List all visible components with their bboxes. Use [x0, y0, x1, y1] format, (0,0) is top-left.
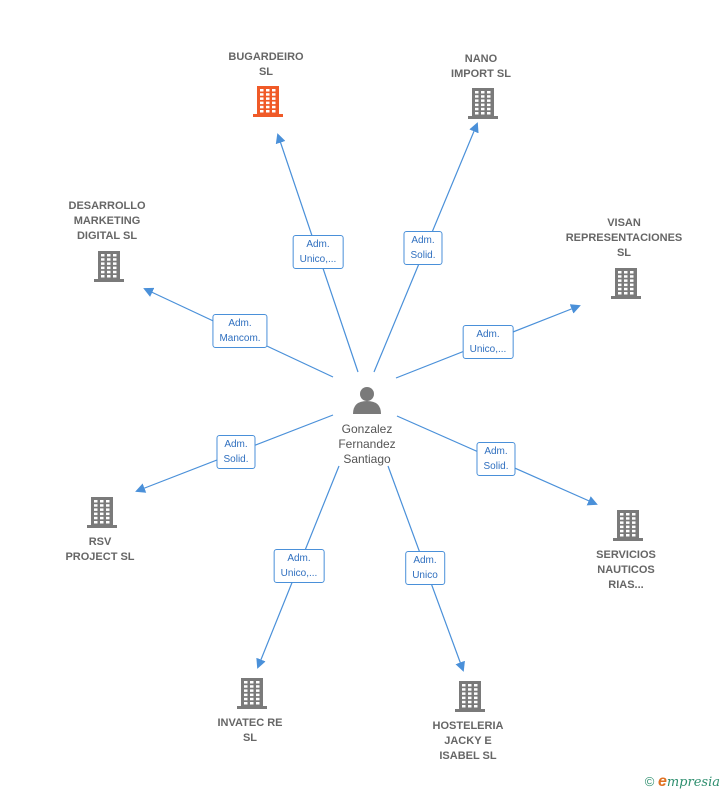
empresia-logo-e: e — [657, 773, 667, 790]
company-name-rsv[interactable]: RSV PROJECT SL — [65, 536, 135, 563]
role-label-hosteleria[interactable]: Adm. Unico — [405, 551, 445, 585]
building-icon-desarrollo[interactable] — [94, 251, 124, 282]
company-name-nano[interactable]: NANO IMPORT SL — [451, 53, 511, 80]
role-label-bugardeiro[interactable]: Adm. Unico,... — [292, 235, 344, 269]
person-icon[interactable] — [353, 387, 381, 414]
building-icon-hosteleria[interactable] — [455, 681, 485, 712]
center-person-name[interactable]: Gonzalez Fernandez Santiago — [338, 422, 396, 466]
role-label-invatec[interactable]: Adm. Unico,... — [273, 549, 325, 583]
building-icon-servicios[interactable] — [613, 510, 643, 541]
company-name-visan[interactable]: VISAN REPRESENTACIONES SL — [565, 217, 683, 259]
role-label-nano[interactable]: Adm. Solid. — [403, 231, 443, 265]
company-name-invatec[interactable]: INVATEC RE SL — [217, 717, 283, 744]
role-label-servicios[interactable]: Adm. Solid. — [476, 442, 516, 476]
building-icon-bugardeiro[interactable] — [253, 86, 283, 117]
role-label-rsv[interactable]: Adm. Solid. — [216, 435, 256, 469]
building-icon-rsv[interactable] — [87, 497, 117, 528]
building-icon-visan[interactable] — [611, 268, 641, 299]
role-label-visan[interactable]: Adm. Unico,... — [462, 325, 514, 359]
empresia-watermark: © empresia — [645, 773, 720, 791]
building-icon-invatec[interactable] — [237, 678, 267, 709]
company-name-hosteleria[interactable]: HOSTELERIA JACKY E ISABEL SL — [432, 720, 504, 762]
role-label-desarrollo[interactable]: Adm. Mancom. — [212, 314, 268, 348]
building-icon-nano[interactable] — [468, 88, 498, 119]
empresia-logo-text: mpresia — [666, 775, 720, 790]
company-name-servicios[interactable]: SERVICIOS NAUTICOS RIAS... — [596, 549, 656, 591]
company-name-desarrollo[interactable]: DESARROLLO MARKETING DIGITAL SL — [68, 200, 146, 242]
copyright-icon: © — [644, 774, 655, 789]
company-name-bugardeiro[interactable]: BUGARDEIRO SL — [228, 51, 304, 78]
